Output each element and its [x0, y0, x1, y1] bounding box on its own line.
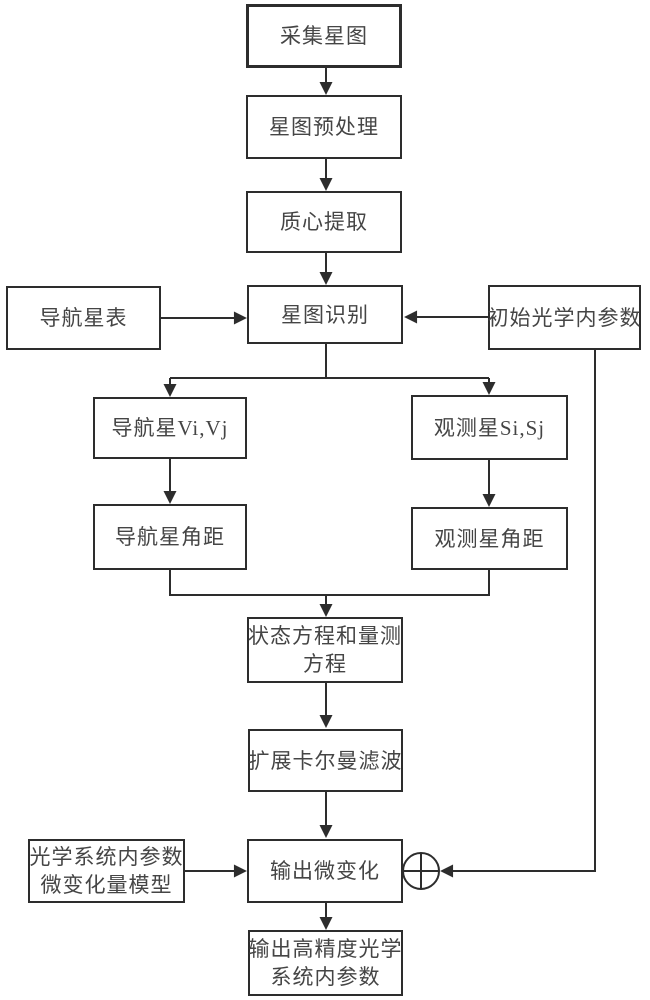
node-label: 导航星角距: [115, 525, 225, 549]
node-label: 导航星表: [39, 306, 128, 330]
node-label-line1: 光学系统内参数: [29, 845, 184, 869]
node-label: 星图预处理: [269, 115, 379, 139]
edge-angles-merge: [169, 570, 490, 596]
node-centroid-extraction: 质心提取: [246, 191, 402, 253]
node-label-line2: 微变化量模型: [40, 873, 173, 897]
node-star-map-preprocess: 星图预处理: [246, 95, 402, 159]
node-label: 观测星角距: [434, 526, 545, 551]
node-label-line1: 输出高精度光学: [248, 937, 403, 961]
node-star-map-identification: 星图识别: [247, 285, 403, 344]
node-output-micro-change: 输出微变化: [247, 839, 403, 903]
node-label-line1: 状态方程和量测: [248, 624, 402, 648]
node-label-line2: 系统内参数: [270, 965, 381, 989]
node-label: 初始光学内参数: [487, 305, 642, 330]
node-observed-star-sisj: 观测星Si,Sj: [411, 395, 568, 460]
node-observed-star-angular-distance: 观测星角距: [411, 507, 568, 570]
node-initial-optical-internal-params: 初始光学内参数: [488, 285, 641, 350]
node-label: 扩展卡尔曼滤波: [248, 748, 403, 773]
node-navigation-star-catalog: 导航星表: [6, 286, 161, 350]
edge-initialparams-sumjunction-feedback: [440, 350, 596, 878]
node-label: 输出微变化: [270, 859, 380, 883]
node-optical-param-microchange-model: 光学系统内参数 微变化量模型: [28, 839, 185, 903]
node-extended-kalman-filter: 扩展卡尔曼滤波: [248, 729, 403, 792]
node-label-line2: 方程: [303, 652, 347, 676]
node-navigation-star-vivj: 导航星Vi,Vj: [93, 397, 247, 459]
node-label: 星图识别: [281, 302, 369, 327]
edge-identify-split: [170, 344, 489, 379]
node-label: 导航星Vi,Vj: [111, 416, 229, 440]
node-state-and-measurement-equations: 状态方程和量测 方程: [247, 617, 403, 683]
node-label: 采集星图: [280, 24, 368, 48]
node-output-high-precision-params: 输出高精度光学 系统内参数: [248, 930, 403, 996]
node-navigation-star-angular-distance: 导航星角距: [93, 504, 247, 570]
node-label: 质心提取: [280, 210, 368, 234]
node-collect-star-map: 采集星图: [246, 4, 402, 68]
node-label: 观测星Si,Sj: [433, 415, 546, 440]
